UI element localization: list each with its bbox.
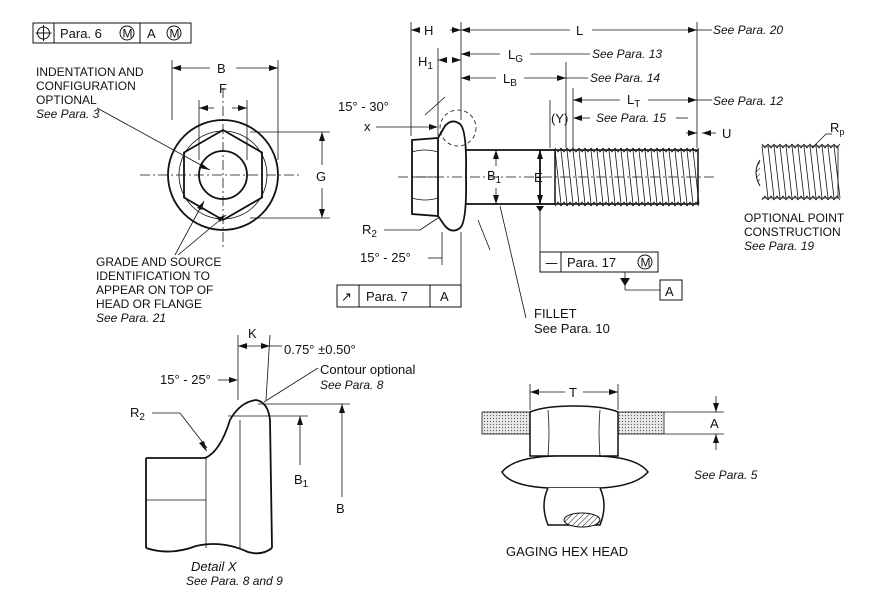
gaging-title: GAGING HEX HEAD <box>506 544 628 559</box>
grade-ref: See Para. 21 <box>96 311 166 325</box>
bolt-side-view <box>398 109 715 232</box>
dim-lt: LT <box>627 92 640 110</box>
fillet-ref: See Para. 10 <box>534 321 610 336</box>
angle-head: 15° - 30° <box>338 99 389 114</box>
optional-point-view: Rp OPTIONAL POINT CONSTRUCTION See Para.… <box>744 120 845 253</box>
angle-tol: 0.75° ±0.50° <box>284 342 356 357</box>
dim-t: T <box>569 385 577 400</box>
dim-b1-detail: B1 <box>294 472 309 490</box>
ref-lb: See Para. 14 <box>590 71 660 85</box>
dim-e: E <box>534 170 543 185</box>
datum-a-box: A <box>665 284 674 299</box>
dim-u: U <box>722 126 731 141</box>
runout-datum: A <box>440 289 449 304</box>
position-datum: A <box>147 26 156 41</box>
detail-ref: See Para. 8 and 9 <box>186 574 283 588</box>
dim-lb: LB <box>503 71 517 89</box>
mmc-circle-icon <box>637 254 653 270</box>
indentation-line-3: OPTIONAL <box>36 93 97 107</box>
detail-title: Detail X <box>191 559 238 574</box>
ref-l: See Para. 20 <box>713 23 783 37</box>
dim-y: (Y) <box>551 111 568 126</box>
dim-lg: LG <box>508 47 523 65</box>
indentation-line-2: CONFIGURATION <box>36 79 136 93</box>
dim-k: K <box>248 326 257 341</box>
dim-f: F <box>219 81 227 96</box>
optional-point-ref: See Para. 19 <box>744 239 814 253</box>
dim-rp: Rp <box>830 120 844 137</box>
grade-line-2: IDENTIFICATION TO <box>96 269 210 283</box>
angle-detail: 15° - 25° <box>160 372 211 387</box>
shank <box>465 149 541 205</box>
runout-tolerance-frame: ↗ Para. 7 A <box>336 232 462 308</box>
ref-lt: See Para. 12 <box>713 94 783 108</box>
grade-note: GRADE AND SOURCE IDENTIFICATION TO APPEA… <box>96 255 221 325</box>
indentation-line-1: INDENTATION AND <box>36 65 144 79</box>
indentation-ref: See Para. 3 <box>36 107 100 121</box>
runout-symbol-icon: ↗ <box>341 290 352 305</box>
dim-a: A <box>710 416 719 431</box>
angle-flange: 15° - 25° <box>360 250 411 265</box>
head-top-view: B F G <box>96 60 330 256</box>
indentation-note: INDENTATION AND CONFIGURATION OPTIONAL S… <box>36 65 144 121</box>
mmc-modifier-2: M <box>170 27 180 41</box>
gaging-hex <box>529 405 619 457</box>
dim-b-detail: B <box>336 501 345 516</box>
ref-lg: See Para. 13 <box>592 47 662 61</box>
dim-r2: R2 <box>362 222 377 240</box>
position-tolerance-value: Para. 6 <box>60 26 102 41</box>
ref-y: See Para. 15 <box>596 111 666 125</box>
fillet-label: FILLET <box>534 306 577 321</box>
detail-x-view: K 0.75° ±0.50° 15° - 25° Contour optiona… <box>130 326 416 588</box>
dim-r2-detail: R2 <box>130 405 145 423</box>
position-symbol-icon <box>35 25 52 41</box>
optional-point-line-1: OPTIONAL POINT <box>744 211 845 225</box>
dim-g: G <box>316 169 326 184</box>
position-tolerance-frame: Para. 6 M A M <box>32 22 192 44</box>
mmc-circle-icon <box>166 25 182 41</box>
dim-l: L <box>576 23 583 38</box>
contour-ref: See Para. 8 <box>320 378 384 392</box>
gaging-view: T A See Para. 5 GAGING HEX HEAD <box>481 384 758 559</box>
runout-value: Para. 7 <box>366 289 408 304</box>
mmc-circle-icon <box>119 25 135 41</box>
gaging-ref: See Para. 5 <box>694 468 758 482</box>
dim-b-top: B <box>217 61 226 76</box>
straightness-value: Para. 17 <box>567 255 616 270</box>
dim-h1: H1 <box>418 54 433 72</box>
optional-point-line-2: CONSTRUCTION <box>744 225 841 239</box>
flange <box>437 120 468 232</box>
grade-line-1: GRADE AND SOURCE <box>96 255 221 269</box>
straightness-modifier: M <box>641 256 651 270</box>
detail-x-callout: x <box>364 119 371 134</box>
straightness-tolerance-frame: — Para. 17 M A <box>536 206 683 301</box>
straightness-symbol-icon: — <box>545 256 558 271</box>
gaging-flange <box>501 455 649 489</box>
contour-note: Contour optional <box>320 362 416 377</box>
mmc-modifier-1: M <box>123 27 133 41</box>
grade-line-3: APPEAR ON TOP OF <box>96 283 213 297</box>
grade-line-4: HEAD OR FLANGE <box>96 297 202 311</box>
dim-b1: B1 <box>487 168 502 186</box>
detail-x-circle <box>439 109 477 147</box>
dim-h: H <box>424 23 433 38</box>
